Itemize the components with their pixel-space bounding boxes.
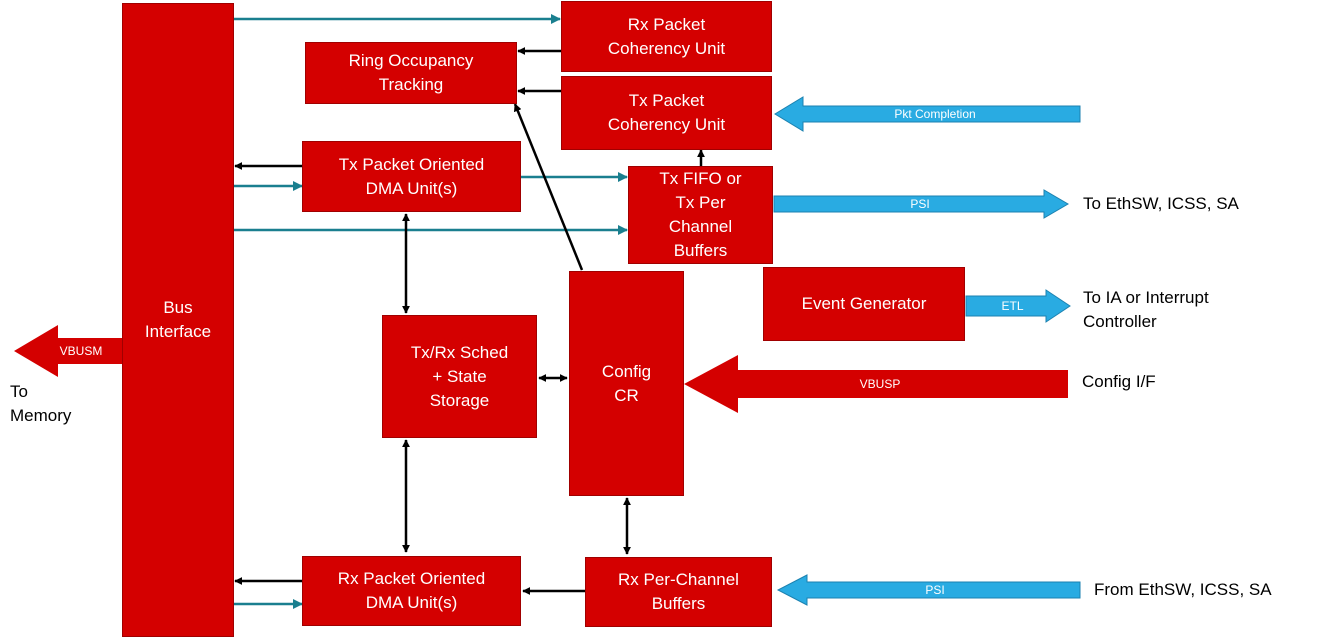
rx-per-channel-buffers: Rx Per-Channel Buffers — [585, 557, 772, 627]
rx-packet-dma-unit: Rx Packet Oriented DMA Unit(s) — [302, 556, 521, 626]
ring-occupancy-tracking: Ring Occupancy Tracking — [305, 42, 517, 104]
vbusp-arrow — [684, 355, 1068, 413]
etl-arrow — [965, 289, 1071, 323]
vbusm-arrow — [14, 325, 122, 377]
to-memory-label: To Memory — [10, 382, 72, 425]
etl-label: ETL — [1001, 299, 1024, 313]
to-ia-label: To IA or Interrupt Controller — [1083, 288, 1209, 331]
vbusm-label: VBUSM — [59, 344, 103, 358]
wire-config-to-ring — [513, 103, 584, 271]
rx-packet-coherency-unit: Rx Packet Coherency Unit — [561, 1, 772, 72]
event-generator: Event Generator — [763, 267, 965, 341]
tx-packet-coherency-unit: Tx Packet Coherency Unit — [561, 76, 772, 150]
tx-packet-dma-unit: Tx Packet Oriented DMA Unit(s) — [302, 141, 521, 212]
from-ethsw-label: From EthSW, ICSS, SA — [1094, 580, 1272, 599]
pkt-completion-arrow — [774, 96, 1081, 132]
bus-interface-block: Bus Interface — [122, 3, 234, 637]
psi-in-arrow — [776, 574, 1081, 606]
psi-out-arrow — [773, 189, 1069, 219]
pkt-completion-label: Pkt Completion — [894, 107, 976, 121]
config-if-label: Config I/F — [1082, 372, 1156, 391]
tx-rx-sched-state-storage: Tx/Rx Sched + State Storage — [382, 315, 537, 438]
vbusp-label: VBUSP — [859, 377, 901, 391]
config-cr: Config CR — [569, 271, 684, 496]
to-ethsw-label: To EthSW, ICSS, SA — [1083, 194, 1239, 213]
psi-in-label: PSI — [925, 583, 945, 597]
psi-out-label: PSI — [910, 197, 930, 211]
tx-fifo-buffers: Tx FIFO or Tx Per Channel Buffers — [628, 166, 773, 264]
